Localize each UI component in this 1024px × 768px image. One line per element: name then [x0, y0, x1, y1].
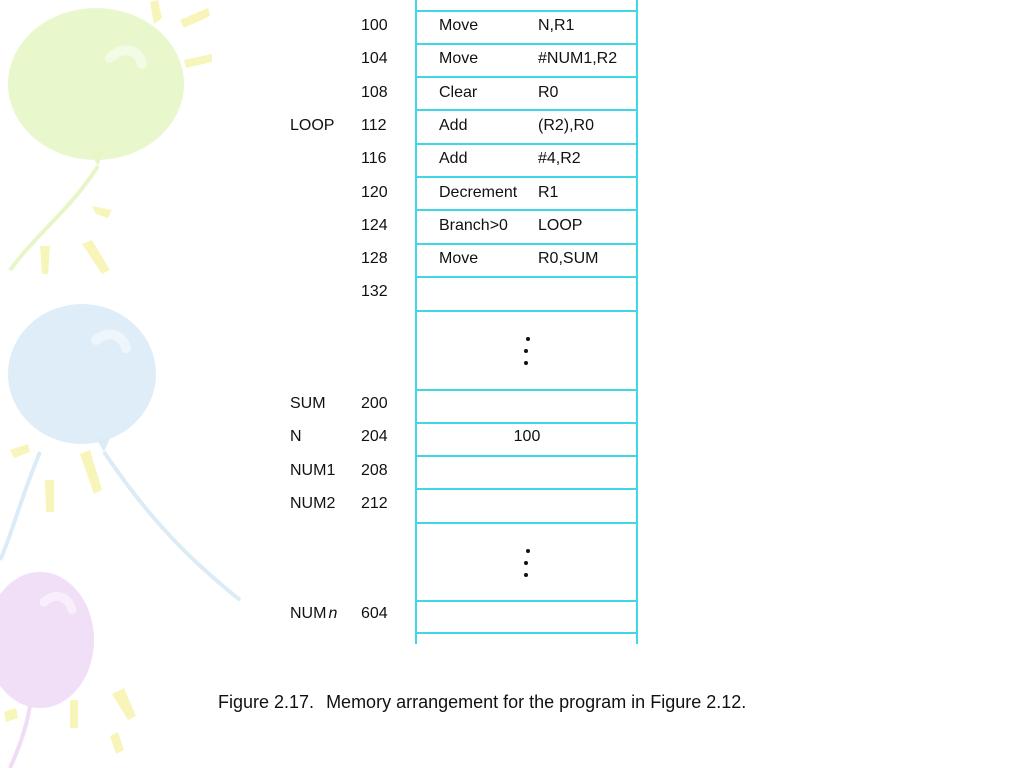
memory-cell-divider — [416, 143, 638, 145]
memory-cell-divider — [416, 243, 638, 245]
instruction-opcode: Decrement — [439, 184, 518, 201]
memory-cell-divider — [416, 76, 638, 78]
memory-address: 208 — [361, 462, 388, 479]
memory-label: NUM2 — [290, 495, 336, 512]
memory-label: SUM — [290, 395, 326, 412]
instruction-opcode: Branch>0 — [439, 217, 508, 234]
memory-cell-divider — [416, 389, 638, 391]
memory-address: 108 — [361, 84, 388, 101]
memory-cell-divider — [416, 522, 638, 524]
instruction-operands: R0,SUM — [538, 250, 599, 267]
instruction-operands: R1 — [538, 184, 559, 201]
memory-cell-divider — [416, 209, 638, 211]
memory-cell-divider — [416, 310, 638, 312]
instruction-operands: #4,R2 — [538, 150, 581, 167]
memory-label-base: NUM — [290, 605, 327, 622]
memory-address: 124 — [361, 217, 388, 234]
memory-address: 112 — [361, 117, 387, 134]
memory-cell-value: 100 — [513, 428, 541, 445]
memory-label-suffix: n — [328, 605, 338, 622]
memory-address: 100 — [361, 17, 388, 34]
memory-cell-divider — [416, 176, 638, 178]
instruction-opcode: Clear — [439, 84, 478, 101]
instruction-operands: (R2),R0 — [538, 117, 595, 134]
memory-left-border — [415, 0, 417, 644]
instruction-operands: N,R1 — [538, 17, 575, 34]
memory-cell-divider — [416, 600, 638, 602]
memory-cell-divider — [416, 422, 638, 424]
instruction-opcode: Move — [439, 17, 479, 34]
memory-cell-divider — [416, 109, 638, 111]
vertical-ellipsis-icon — [524, 337, 530, 365]
memory-address: 120 — [361, 184, 388, 201]
figure-title: Memory arrangement for the program in Fi… — [326, 692, 747, 712]
instruction-opcode: Move — [439, 250, 479, 267]
memory-right-border — [636, 0, 638, 644]
instruction-opcode: Add — [439, 117, 468, 134]
memory-label: N — [290, 428, 302, 445]
memory-cell-divider — [416, 632, 638, 634]
instruction-operands: LOOP — [538, 217, 583, 234]
memory-label: LOOP — [290, 117, 335, 134]
memory-address: 116 — [361, 150, 387, 167]
instruction-opcode: Move — [439, 50, 479, 67]
memory-address: 200 — [361, 395, 388, 412]
memory-cell-divider — [416, 488, 638, 490]
instruction-operands: #NUM1,R2 — [538, 50, 618, 67]
memory-address: 204 — [361, 428, 388, 445]
memory-address: 604 — [361, 605, 388, 622]
instruction-opcode: Add — [439, 150, 468, 167]
memory-address: 132 — [361, 283, 388, 300]
memory-cell-divider — [416, 10, 638, 12]
memory-address: 212 — [361, 495, 388, 512]
figure-caption: Figure 2.17. Memory arrangement for the p… — [218, 692, 746, 712]
memory-label: NUM1 — [290, 462, 336, 479]
memory-cell-divider — [416, 276, 638, 278]
memory-cell-divider — [416, 43, 638, 45]
memory-address: 128 — [361, 250, 388, 267]
memory-address: 104 — [361, 50, 388, 67]
figure-number: Figure 2.17. — [218, 692, 315, 712]
memory-cell-divider — [416, 455, 638, 457]
instruction-operands: R0 — [538, 84, 559, 101]
vertical-ellipsis-icon — [524, 549, 530, 577]
